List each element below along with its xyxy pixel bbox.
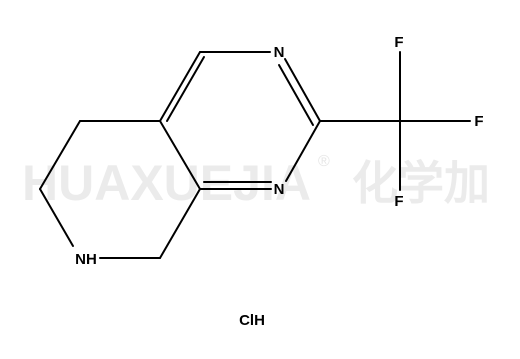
bond-c6-n7: [39, 188, 74, 247]
bond-n3-c2-double-outer: [284, 58, 321, 122]
bond-layer: [39, 51, 471, 259]
salt-label: ClH: [239, 312, 265, 329]
atom-label-n3: N: [274, 44, 285, 61]
bond-n3-c2-double-inner: [278, 64, 314, 126]
atom-label-n1: N: [274, 181, 285, 198]
atom-label-f-bottom: F: [394, 193, 403, 210]
bond-c2-n1: [285, 120, 321, 182]
bond-c4a-c4-double-outer: [159, 51, 201, 122]
atom-label-nh: NH: [75, 251, 97, 268]
watermark-registered-mark: ®: [318, 153, 330, 170]
bond-c8-c8a: [159, 188, 201, 259]
bond-c4a-c4-double-inner: [166, 56, 205, 122]
watermark-cjk: 化学加: [352, 156, 490, 210]
atom-label-f-right: F: [474, 113, 483, 130]
bond-c5-c6: [39, 120, 81, 190]
bond-c8a-c4a: [159, 120, 201, 190]
atom-labels: N N NH F F F: [75, 34, 483, 268]
atom-label-f-top: F: [394, 34, 403, 51]
